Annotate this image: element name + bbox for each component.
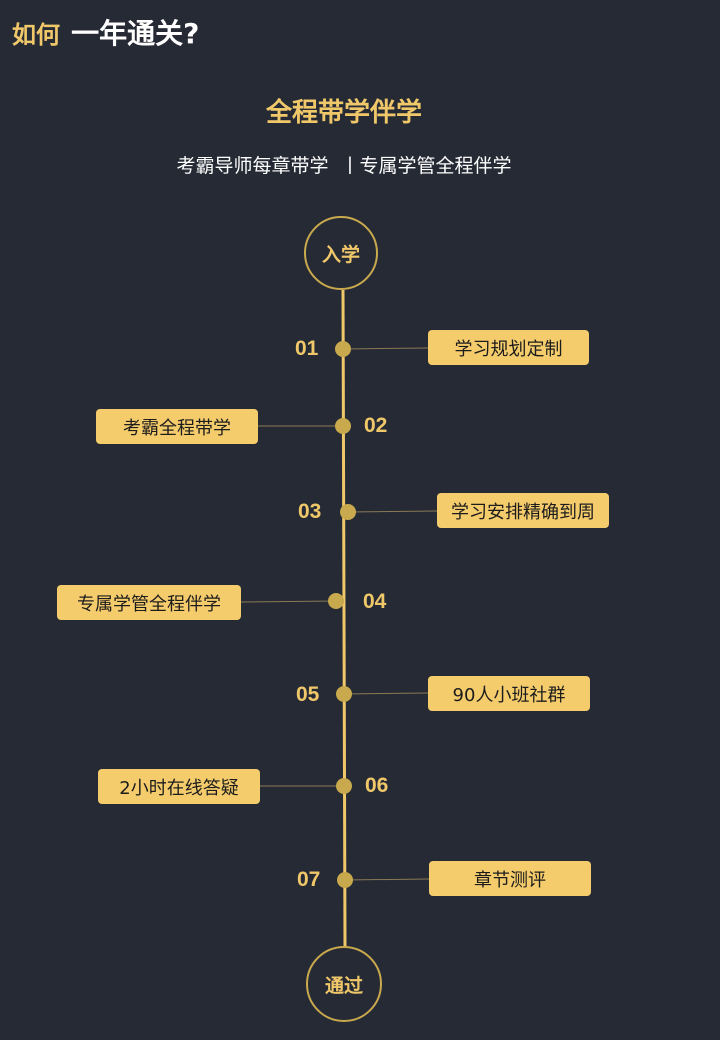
step-label-01: 学习规划定制 bbox=[428, 330, 589, 365]
timeline-dot-01 bbox=[335, 341, 351, 357]
step-number-03: 03 bbox=[298, 500, 322, 523]
start-node: 入学 bbox=[304, 216, 378, 290]
section-subtitle: 考霸导师每章带学 丨专属学管全程伴学 bbox=[176, 155, 512, 177]
timeline-dot-05 bbox=[336, 686, 352, 702]
connector-05 bbox=[343, 692, 429, 695]
step-label-04: 专属学管全程伴学 bbox=[57, 585, 241, 620]
connector-03 bbox=[347, 510, 438, 513]
step-label-07: 章节测评 bbox=[429, 861, 591, 896]
connector-01 bbox=[342, 347, 429, 350]
step-number-07: 07 bbox=[297, 868, 321, 891]
timeline-axis bbox=[341, 289, 347, 947]
step-label-05: 90人小班社群 bbox=[428, 676, 590, 711]
step-label-06: 2小时在线答疑 bbox=[98, 769, 260, 804]
timeline-dot-06 bbox=[336, 778, 352, 794]
step-number-04: 04 bbox=[363, 590, 387, 613]
header-title: 一年通关? bbox=[71, 17, 200, 50]
step-number-01: 01 bbox=[295, 337, 319, 360]
step-label-02: 考霸全程带学 bbox=[96, 409, 258, 444]
step-number-05: 05 bbox=[296, 683, 320, 706]
step-label-03: 学习安排精确到周 bbox=[437, 493, 609, 528]
timeline-dot-07 bbox=[337, 872, 353, 888]
timeline-dot-02 bbox=[335, 418, 351, 434]
step-number-02: 02 bbox=[364, 414, 388, 437]
section-title: 全程带学伴学 bbox=[265, 98, 422, 128]
step-number-06: 06 bbox=[365, 774, 389, 797]
connector-04 bbox=[240, 600, 337, 603]
page-header: 如何 一年通关? bbox=[12, 12, 199, 52]
header-prefix: 如何 bbox=[12, 21, 60, 49]
timeline-dot-04 bbox=[328, 593, 344, 609]
timeline-dot-03 bbox=[340, 504, 356, 520]
end-node: 通过 bbox=[306, 946, 382, 1022]
connector-07 bbox=[344, 878, 430, 881]
